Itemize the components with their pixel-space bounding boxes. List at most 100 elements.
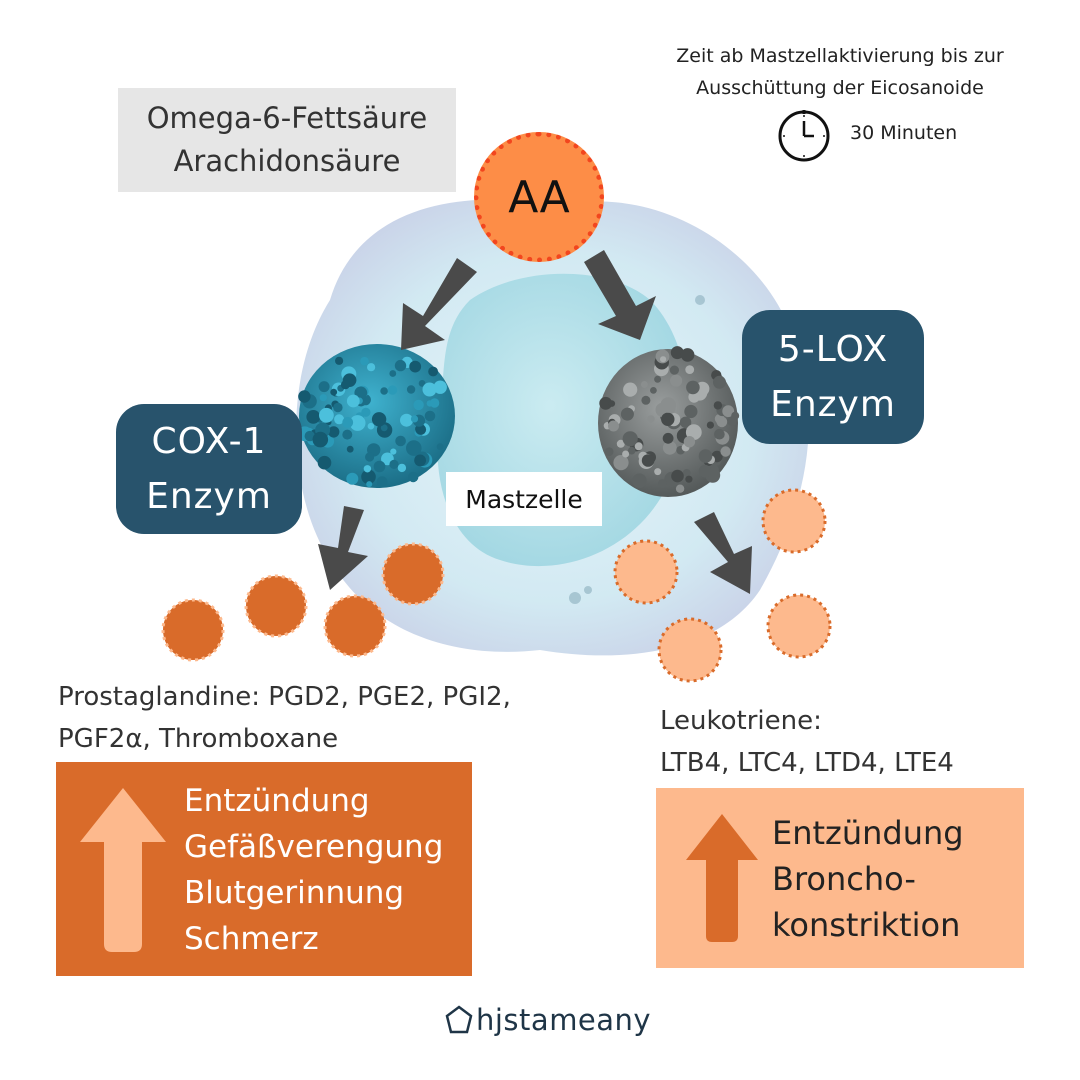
cox1-enzyme-line-1: COX-1 [151, 421, 267, 462]
protein-texture-dot [318, 381, 330, 393]
protein-texture-dot [415, 424, 425, 434]
protein-texture-dot [340, 380, 350, 390]
protein-texture-dot [360, 356, 369, 366]
protein-texture-dot [333, 402, 343, 413]
timer-line-2: Ausschüttung der Eicosanoide [696, 77, 984, 99]
mast-cell-label: Mastzelle [446, 472, 602, 526]
source-line-1: Omega-6-Fettsäure [146, 101, 428, 135]
product-circle [613, 539, 679, 605]
cox1-enzyme-label: COX-1 Enzym [116, 404, 302, 534]
protein-texture-dot [366, 481, 373, 488]
protein-texture-dot [613, 455, 629, 471]
protein-texture-dot [641, 395, 651, 405]
leukotriene-line-2: LTB4, LTC4, LTD4, LTE4 [660, 748, 954, 778]
protein-texture-dot [397, 463, 407, 473]
protein-texture-dot [346, 394, 360, 408]
protein-texture-dot [400, 413, 413, 427]
protein-texture-dot [390, 448, 397, 455]
protein-texture-dot [367, 422, 375, 430]
effect-item: Broncho- [772, 860, 916, 898]
arrow-aa-to-lox [584, 250, 656, 340]
protein-texture-dot [312, 431, 329, 448]
protein-texture-dot [679, 416, 692, 428]
protein-texture-dot [632, 473, 647, 489]
prostaglandin-products-text: Prostaglandine: PGD2, PGE2, PGI2, PGF2α,… [58, 676, 511, 760]
product-circle [323, 594, 387, 658]
protein-texture-dot [319, 394, 327, 402]
protein-texture-dot [660, 356, 667, 363]
protein-texture-dot [686, 380, 700, 395]
protein-texture-dot [371, 412, 387, 427]
protein-texture-dot [650, 387, 657, 394]
protein-texture-dot [304, 430, 315, 442]
protein-texture-dot [380, 424, 388, 432]
protein-texture-dot [731, 411, 740, 420]
protein-texture-dot [713, 401, 723, 410]
protein-texture-dot [654, 468, 662, 476]
protein-texture-dot [662, 440, 677, 455]
protein-texture-dot [720, 446, 731, 457]
protein-texture-dot [714, 428, 725, 440]
cell-granules [404, 295, 705, 604]
source-line-2: Arachidonsäure [173, 144, 401, 178]
timer-value: 30 Minuten [850, 122, 958, 144]
prostaglandin-line-1: Prostaglandine: PGD2, PGE2, PGI2, [58, 682, 511, 712]
protein-texture-dot [436, 443, 444, 450]
protein-texture-dot [422, 382, 437, 397]
protein-texture-dot [669, 365, 680, 375]
protein-texture-dot [342, 429, 353, 440]
protein-texture-dot [409, 360, 422, 373]
cox-effects-box: Entzündung Gefäßverengung Blutgerinnung … [56, 762, 472, 976]
protein-texture-dot [424, 410, 436, 422]
protein-texture-dot [367, 363, 376, 372]
protein-texture-dot [334, 414, 345, 425]
protein-texture-dot [685, 475, 693, 483]
protein-texture-dot [716, 416, 728, 428]
protein-texture-dot [319, 407, 334, 423]
protein-texture-dot [342, 417, 354, 428]
product-circle [244, 574, 308, 638]
brand-logo: hjstameany [444, 1000, 651, 1040]
protein-texture-dot [616, 439, 625, 448]
protein-texture-dot [683, 436, 696, 448]
up-arrow-icon [80, 788, 166, 952]
protein-texture-dot [675, 484, 685, 493]
brand-logo-text: hjstameany [476, 1003, 652, 1037]
lox-effects-list: Entzündung Broncho- konstriktion [772, 810, 964, 948]
protein-texture-dot [658, 479, 667, 488]
protein-texture-dot [346, 445, 354, 453]
protein-texture-dot [306, 410, 321, 424]
protein-texture-dot [394, 359, 407, 372]
protein-texture-dot [406, 385, 416, 394]
protein-texture-dot [623, 382, 638, 397]
protein-texture-dot [684, 404, 698, 419]
protein-texture-dot [363, 465, 372, 473]
arrow-lox-to-products [694, 512, 752, 594]
effect-item: konstriktion [772, 906, 961, 944]
protein-texture-dot [641, 454, 655, 467]
effect-item: Entzündung [772, 814, 964, 852]
protein-texture-dot [346, 472, 359, 485]
protein-texture-dot [418, 380, 426, 387]
lox5-enzyme-line-2: Enzym [770, 384, 896, 425]
aa-label: AA [508, 171, 570, 223]
protein-texture-dot [354, 386, 368, 400]
protein-texture-dot [608, 400, 616, 407]
effect-item: Gefäßverengung [184, 829, 444, 865]
leukotriene-line-1: Leukotriene: [660, 706, 822, 736]
pentagon-logo-icon [445, 1005, 473, 1034]
protein-texture-dot [682, 469, 691, 477]
protein-texture-dot [654, 375, 662, 383]
protein-texture-dot [349, 415, 366, 431]
arachidonic-acid-node: AA [474, 132, 604, 262]
protein-texture-dot [413, 399, 424, 411]
protein-texture-dot [414, 454, 426, 467]
protein-texture-dot [389, 370, 397, 377]
protein-texture-dot [380, 387, 388, 395]
protein-texture-dot [429, 398, 440, 408]
protein-texture-dot [608, 420, 619, 432]
prostaglandin-line-2: PGF2α, Thromboxane [58, 724, 339, 754]
protein-texture-dot [640, 381, 648, 388]
timer-line-1: Zeit ab Mastzellaktivierung bis zur [676, 45, 1004, 67]
protein-texture-dot [406, 440, 422, 456]
